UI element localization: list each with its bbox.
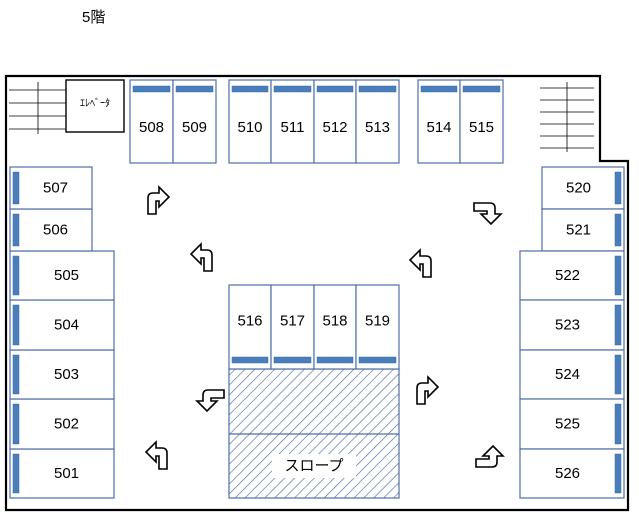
space-number: 502 — [54, 416, 79, 433]
parking-space-510: 510 — [228, 79, 272, 164]
parking-space-505: 505 — [9, 250, 115, 301]
arrow-right-up-icon — [416, 375, 440, 405]
parking-space-506: 506 — [9, 208, 93, 252]
parking-space-519: 519 — [355, 284, 400, 370]
elevator-label: ｴﾚﾍﾞｰﾀ — [80, 98, 110, 110]
arrow-down-left-icon — [475, 444, 505, 468]
building-outline — [4, 74, 630, 512]
space-number: 508 — [139, 119, 164, 136]
arrow-up-left-icon — [408, 248, 432, 278]
wheel-stop — [12, 171, 20, 205]
wheel-stop — [462, 85, 501, 93]
space-number: 522 — [555, 267, 580, 284]
ramp-label: スロープ — [284, 458, 343, 475]
wheel-stop — [12, 354, 20, 395]
wheel-stop — [316, 85, 354, 93]
parking-space-501: 501 — [9, 448, 115, 499]
parking-space-524: 524 — [519, 349, 625, 400]
parking-space-511: 511 — [270, 79, 315, 164]
space-number: 517 — [280, 313, 305, 330]
wheel-stop — [614, 304, 622, 346]
parking-space-523: 523 — [519, 299, 625, 351]
stairs-right — [540, 82, 594, 152]
parking-space-509: 509 — [172, 79, 217, 164]
wheel-stop — [420, 85, 458, 93]
parking-space-525: 525 — [519, 398, 625, 450]
arrow-up-right-icon — [147, 185, 171, 215]
wheel-stop — [132, 85, 171, 93]
space-number: 526 — [555, 465, 580, 482]
space-number: 503 — [54, 366, 79, 383]
parking-space-517: 517 — [270, 284, 315, 370]
wheel-stop — [614, 453, 622, 494]
parking-space-512: 512 — [313, 79, 357, 164]
space-number: 521 — [566, 222, 591, 239]
wheel-stop — [358, 356, 397, 364]
space-number: 509 — [182, 119, 207, 136]
traffic-arrows — [144, 185, 505, 470]
space-number: 523 — [555, 317, 580, 334]
space-number: 513 — [365, 119, 390, 136]
space-number: 514 — [426, 119, 451, 136]
space-number: 515 — [469, 119, 494, 136]
space-number: 525 — [555, 416, 580, 433]
space-number: 507 — [43, 180, 68, 197]
wheel-stop — [316, 356, 354, 364]
space-number: 501 — [54, 465, 79, 482]
wheel-stop — [12, 304, 20, 346]
parking-space-508: 508 — [129, 79, 174, 164]
parking-space-518: 518 — [313, 284, 357, 370]
parking-space-503: 503 — [9, 349, 115, 400]
wheel-stop — [12, 403, 20, 445]
wheel-stop — [273, 356, 312, 364]
space-number: 512 — [322, 119, 347, 136]
parking-space-504: 504 — [9, 299, 115, 351]
wheel-stop — [614, 213, 622, 247]
space-number: 518 — [322, 313, 347, 330]
parking-space-522: 522 — [519, 250, 625, 301]
wheel-stop — [273, 85, 312, 93]
space-number: 519 — [365, 313, 390, 330]
wheel-stop — [231, 85, 269, 93]
space-number: 504 — [54, 317, 79, 334]
space-number: 510 — [237, 119, 262, 136]
wheel-stop — [358, 85, 397, 93]
parking-space-513: 513 — [355, 79, 400, 164]
parking-spaces: 501 502 503 504 505 506 507 508 509 510 511 512 513 5… — [9, 79, 625, 499]
parking-space-507: 507 — [9, 166, 93, 210]
wheel-stop — [614, 403, 622, 445]
arrow-left-down-icon — [189, 242, 213, 272]
floor-title: 5階 — [82, 9, 106, 26]
arrow-down-right-icon — [195, 389, 225, 413]
space-number: 516 — [237, 313, 262, 330]
parking-space-516: 516 — [228, 284, 272, 370]
arrow-right-down-icon — [473, 202, 503, 226]
space-number: 511 — [281, 119, 305, 136]
ramp: スロープ — [228, 368, 400, 499]
parking-space-515: 515 — [459, 79, 504, 164]
wheel-stop — [614, 255, 622, 296]
parking-space-520: 520 — [541, 166, 625, 210]
wheel-stop — [231, 356, 269, 364]
wheel-stop — [614, 171, 622, 205]
parking-space-526: 526 — [519, 448, 625, 499]
wheel-stop — [175, 85, 214, 93]
stairs-left — [9, 82, 66, 134]
arrow-up-left-bottom-icon — [144, 440, 168, 470]
space-number: 505 — [54, 267, 79, 284]
space-number: 524 — [555, 366, 580, 383]
wheel-stop — [12, 453, 20, 494]
elevator — [65, 79, 125, 133]
wheel-stop — [614, 354, 622, 395]
parking-space-521: 521 — [541, 208, 625, 252]
parking-space-514: 514 — [417, 79, 461, 164]
wheel-stop — [12, 255, 20, 296]
space-number: 520 — [566, 180, 591, 197]
parking-space-502: 502 — [9, 398, 115, 450]
wheel-stop — [12, 213, 20, 247]
space-number: 506 — [43, 222, 68, 239]
